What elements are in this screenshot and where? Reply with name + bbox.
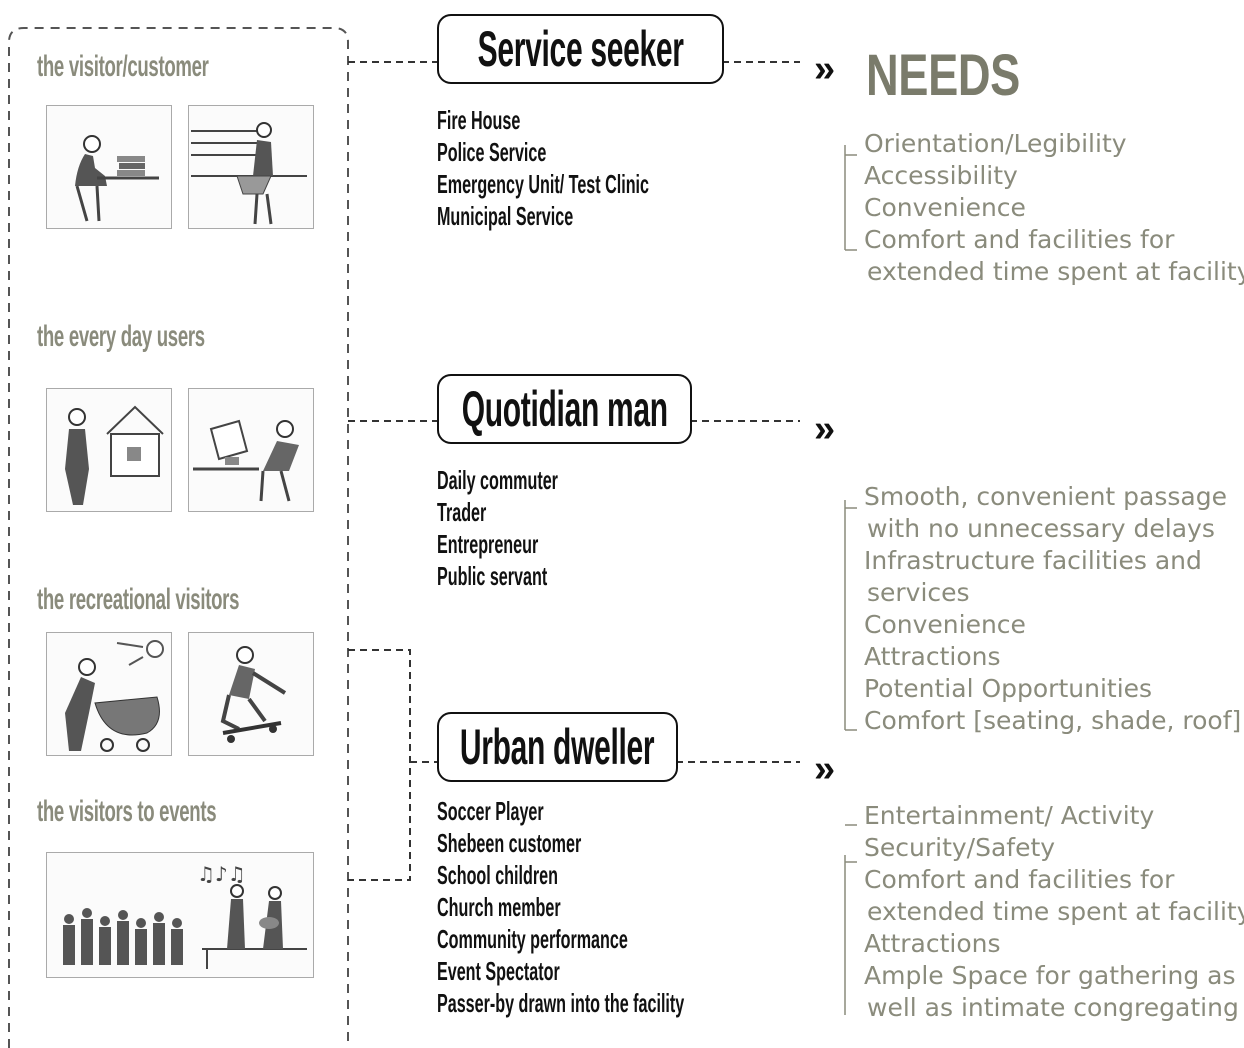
needs-bracket-3 [844, 824, 857, 1015]
role-title-quotidian-man: Quotidian man [461, 381, 668, 437]
need-item: Entertainment/ Activity [864, 801, 1155, 830]
group-frame [8, 27, 349, 1048]
person-and-house-icon [46, 388, 172, 512]
list-item: Trader [437, 497, 487, 527]
person-at-counter-icon [188, 105, 314, 229]
role-items-urban-dweller: Soccer Player Shebeen customer School ch… [437, 795, 836, 1019]
list-item: Shebeen customer [437, 828, 582, 858]
need-item: Potential Opportunities [864, 674, 1153, 703]
need-item: Convenience [864, 193, 1026, 222]
list-item: Emergency Unit/ Test Clinic [437, 169, 650, 199]
need-item: Smooth, convenient passage [864, 482, 1227, 511]
need-item: services [867, 578, 970, 607]
needs-chevron-2: » [814, 408, 835, 450]
need-item: Comfort and facilities for [864, 865, 1175, 894]
category-label-events: the visitors to events [37, 795, 217, 828]
need-item: Infrastructure facilities and [864, 546, 1202, 575]
category-label-everyday: the every day users [37, 320, 205, 353]
role-title-service-seeker: Service seeker [477, 21, 684, 77]
needs-bracket-2 [844, 500, 857, 731]
list-item: Church member [437, 892, 561, 922]
needs-chevron-3: » [814, 748, 835, 790]
category-label-visitor: the visitor/customer [37, 50, 209, 83]
need-item: Comfort [seating, shade, roof] [864, 706, 1242, 735]
need-item: well as intimate congregating [867, 993, 1239, 1022]
svg-text:♫♪♫: ♫♪♫ [197, 862, 246, 886]
role-items-service-seeker: Fire House Police Service Emergency Unit… [437, 104, 779, 232]
list-item: Police Service [437, 137, 547, 167]
list-item: Daily commuter [437, 465, 558, 495]
list-item: Entrepreneur [437, 529, 539, 559]
list-item: Event Spectator [437, 956, 560, 986]
role-items-quotidian-man: Daily commuter Trader Entrepreneur Publi… [437, 464, 632, 592]
person-at-desk-icon [46, 105, 172, 229]
need-item: Ample Space for gathering as [864, 961, 1236, 990]
role-quotidian-man: Quotidian man [437, 374, 692, 444]
list-item: Fire House [437, 105, 521, 135]
need-item: Accessibility [864, 161, 1018, 190]
needs-list-quotidian-man: Smooth, convenient passage with no unnec… [864, 481, 1241, 737]
list-item: School children [437, 860, 558, 890]
connector-3-bracket [348, 649, 411, 881]
list-item: Municipal Service [437, 201, 574, 231]
needs-list-service-seeker: Orientation/Legibility Accessibility Con… [864, 128, 1244, 288]
skateboarder-icon [188, 632, 314, 756]
need-item: Attractions [864, 642, 1001, 671]
list-item: Community performance [437, 924, 628, 954]
need-item: extended time spent at facility [867, 257, 1244, 286]
role-title-urban-dweller: Urban dweller [460, 719, 655, 775]
needs-bracket-1 [844, 145, 857, 251]
list-item: Passer-by drawn into the facility [437, 988, 685, 1018]
need-item: Comfort and facilities for [864, 225, 1175, 254]
need-item: Attractions [864, 929, 1001, 958]
need-item: with no unnecessary delays [867, 514, 1215, 543]
need-item: Convenience [864, 610, 1026, 639]
role-urban-dweller: Urban dweller [437, 712, 678, 782]
need-item: Orientation/Legibility [864, 129, 1127, 158]
needs-title: NEEDS [866, 43, 1020, 108]
needs-list-urban-dweller: Entertainment/ Activity Security/Safety … [864, 800, 1244, 1024]
category-label-recreational: the recreational visitors [37, 583, 240, 616]
needs-chevron-1: » [814, 48, 835, 90]
list-item: Public servant [437, 561, 548, 591]
role-service-seeker: Service seeker [437, 14, 724, 84]
list-item: Soccer Player [437, 796, 544, 826]
need-item: Security/Safety [864, 833, 1056, 862]
person-with-pram-icon [46, 632, 172, 756]
need-item: extended time spent at facility [867, 897, 1244, 926]
person-at-computer-icon [188, 388, 314, 512]
crowd-at-performance-icon: ♫♪♫ [46, 852, 314, 978]
